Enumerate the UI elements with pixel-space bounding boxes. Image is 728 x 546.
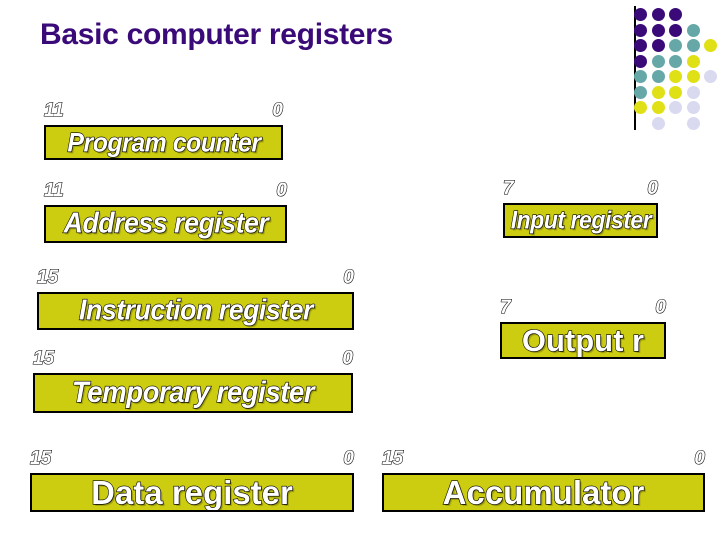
decorative-dot xyxy=(651,54,665,68)
bit-index-msb: 15 xyxy=(381,448,404,469)
decorative-dot xyxy=(686,70,700,83)
decorative-dot xyxy=(686,54,700,68)
register-name-label: Accumulator xyxy=(442,473,645,511)
decorative-dot xyxy=(651,101,665,114)
decorative-dot xyxy=(669,70,682,83)
bit-index-msb: 7 xyxy=(499,297,511,318)
bit-index-lsb: 0 xyxy=(272,100,284,121)
decorative-dot xyxy=(686,101,700,114)
decorative-dot xyxy=(669,85,682,99)
register-box: Temporary register xyxy=(33,373,353,413)
page-title: Basic computer registers xyxy=(40,18,393,51)
decorative-dot xyxy=(634,54,647,68)
decorative-dot xyxy=(704,39,717,52)
register-temporary-register: Temporary register 15 0 xyxy=(32,348,354,413)
register-name-label: Instruction register xyxy=(78,294,314,327)
bit-index-lsb: 0 xyxy=(276,180,288,201)
bit-index-lsb: 0 xyxy=(343,267,355,288)
decorative-dot xyxy=(634,70,647,83)
decorative-dot xyxy=(634,39,647,52)
bit-index-msb: 15 xyxy=(32,348,55,369)
decorative-dot xyxy=(651,116,665,130)
register-address-register: Address register 11 0 xyxy=(43,180,288,243)
decorative-dot xyxy=(651,23,665,37)
decorative-dot xyxy=(651,39,665,52)
register-name-label: Input register xyxy=(510,205,652,234)
register-box: Instruction register xyxy=(37,292,354,330)
bit-index-lsb: 0 xyxy=(694,448,706,469)
bit-index-lsb: 0 xyxy=(343,448,355,469)
register-name-label: Data register xyxy=(91,473,294,511)
decorative-dot xyxy=(686,39,700,52)
register-box: Program counter xyxy=(44,125,283,160)
register-box: Data register xyxy=(30,473,354,512)
bit-index-msb: 11 xyxy=(43,180,64,201)
decorative-dot xyxy=(669,39,682,52)
decorative-dot xyxy=(704,70,717,83)
decorative-dot-grid xyxy=(634,8,728,130)
register-box: Input register xyxy=(503,203,658,238)
decorative-dot xyxy=(634,23,647,37)
register-name-label: Program counter xyxy=(66,127,261,158)
register-instruction-register: Instruction register 15 0 xyxy=(36,267,355,330)
decorative-dot xyxy=(686,23,700,37)
register-name-label: Address register xyxy=(63,207,269,240)
bit-index-msb: 15 xyxy=(36,267,59,288)
decorative-dot xyxy=(669,54,682,68)
bit-index-msb: 11 xyxy=(43,100,64,121)
decorative-dot xyxy=(651,8,665,21)
decorative-vertical-rule xyxy=(634,6,636,130)
decorative-dot xyxy=(634,101,647,114)
decorative-dot xyxy=(686,116,700,130)
decorative-dot xyxy=(669,101,682,114)
decorative-dot xyxy=(651,85,665,99)
register-box: Accumulator xyxy=(382,473,705,512)
register-input-register: Input register 7 0 xyxy=(502,178,659,238)
register-box: Output r xyxy=(500,322,666,359)
register-name-label: Output r xyxy=(521,322,645,358)
register-name-label: Temporary register xyxy=(71,375,315,409)
register-box: Address register xyxy=(44,205,287,243)
decorative-dot xyxy=(634,85,647,99)
bit-index-lsb: 0 xyxy=(342,348,354,369)
register-output-register: Output r 7 0 xyxy=(499,297,667,359)
decorative-dot xyxy=(669,23,682,37)
decorative-dot xyxy=(634,8,647,21)
register-data-register: Data register 15 0 xyxy=(29,448,355,512)
bit-index-msb: 15 xyxy=(29,448,52,469)
bit-index-msb: 7 xyxy=(502,178,514,199)
bit-index-lsb: 0 xyxy=(647,178,659,199)
register-accumulator: Accumulator 15 0 xyxy=(381,448,706,512)
decorative-dot xyxy=(686,85,700,99)
bit-index-lsb: 0 xyxy=(655,297,667,318)
decorative-dot xyxy=(651,70,665,83)
decorative-dot xyxy=(669,8,682,21)
